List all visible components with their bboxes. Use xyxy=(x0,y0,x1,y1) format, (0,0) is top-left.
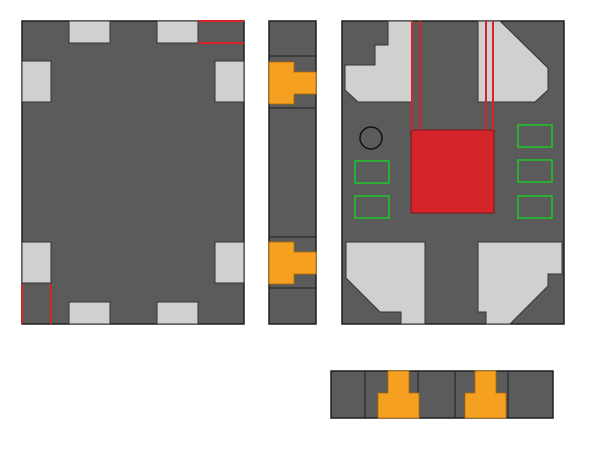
pad-top-1 xyxy=(68,20,111,44)
pad-right-2 xyxy=(214,241,245,284)
marker-outlines xyxy=(354,124,553,219)
solder-joint xyxy=(268,61,317,105)
solder-joint xyxy=(377,370,420,419)
pad-bottom-1 xyxy=(68,301,111,325)
pad-left-2 xyxy=(21,241,52,284)
corner-pad-bottom-right xyxy=(477,241,563,325)
pad-left-1 xyxy=(21,60,52,103)
pad-bottom-2 xyxy=(156,301,199,325)
corner-pads xyxy=(344,20,563,325)
pad-right-1 xyxy=(214,60,245,103)
marker-outline xyxy=(354,195,390,219)
bottom-view xyxy=(341,20,565,325)
side-view xyxy=(268,20,317,325)
top-view-markers xyxy=(21,20,244,324)
marker-outline xyxy=(517,195,553,219)
trace-lines xyxy=(411,21,494,130)
corner-pad-bottom-left xyxy=(345,241,426,325)
thermal-pad xyxy=(410,129,495,214)
solder-joint xyxy=(464,370,507,419)
pin1-mark xyxy=(359,126,383,150)
marker-outline xyxy=(517,159,553,183)
marker-outline xyxy=(517,124,553,148)
front-view-body xyxy=(330,370,554,419)
front-view xyxy=(330,370,554,419)
top-view-body xyxy=(21,20,245,325)
corner-pad-top-right xyxy=(477,20,549,103)
top-view xyxy=(21,20,245,325)
solder-joint xyxy=(268,241,317,285)
top-view-pads xyxy=(21,20,245,325)
pad-top-2 xyxy=(156,20,199,44)
marker-outline xyxy=(354,160,390,184)
